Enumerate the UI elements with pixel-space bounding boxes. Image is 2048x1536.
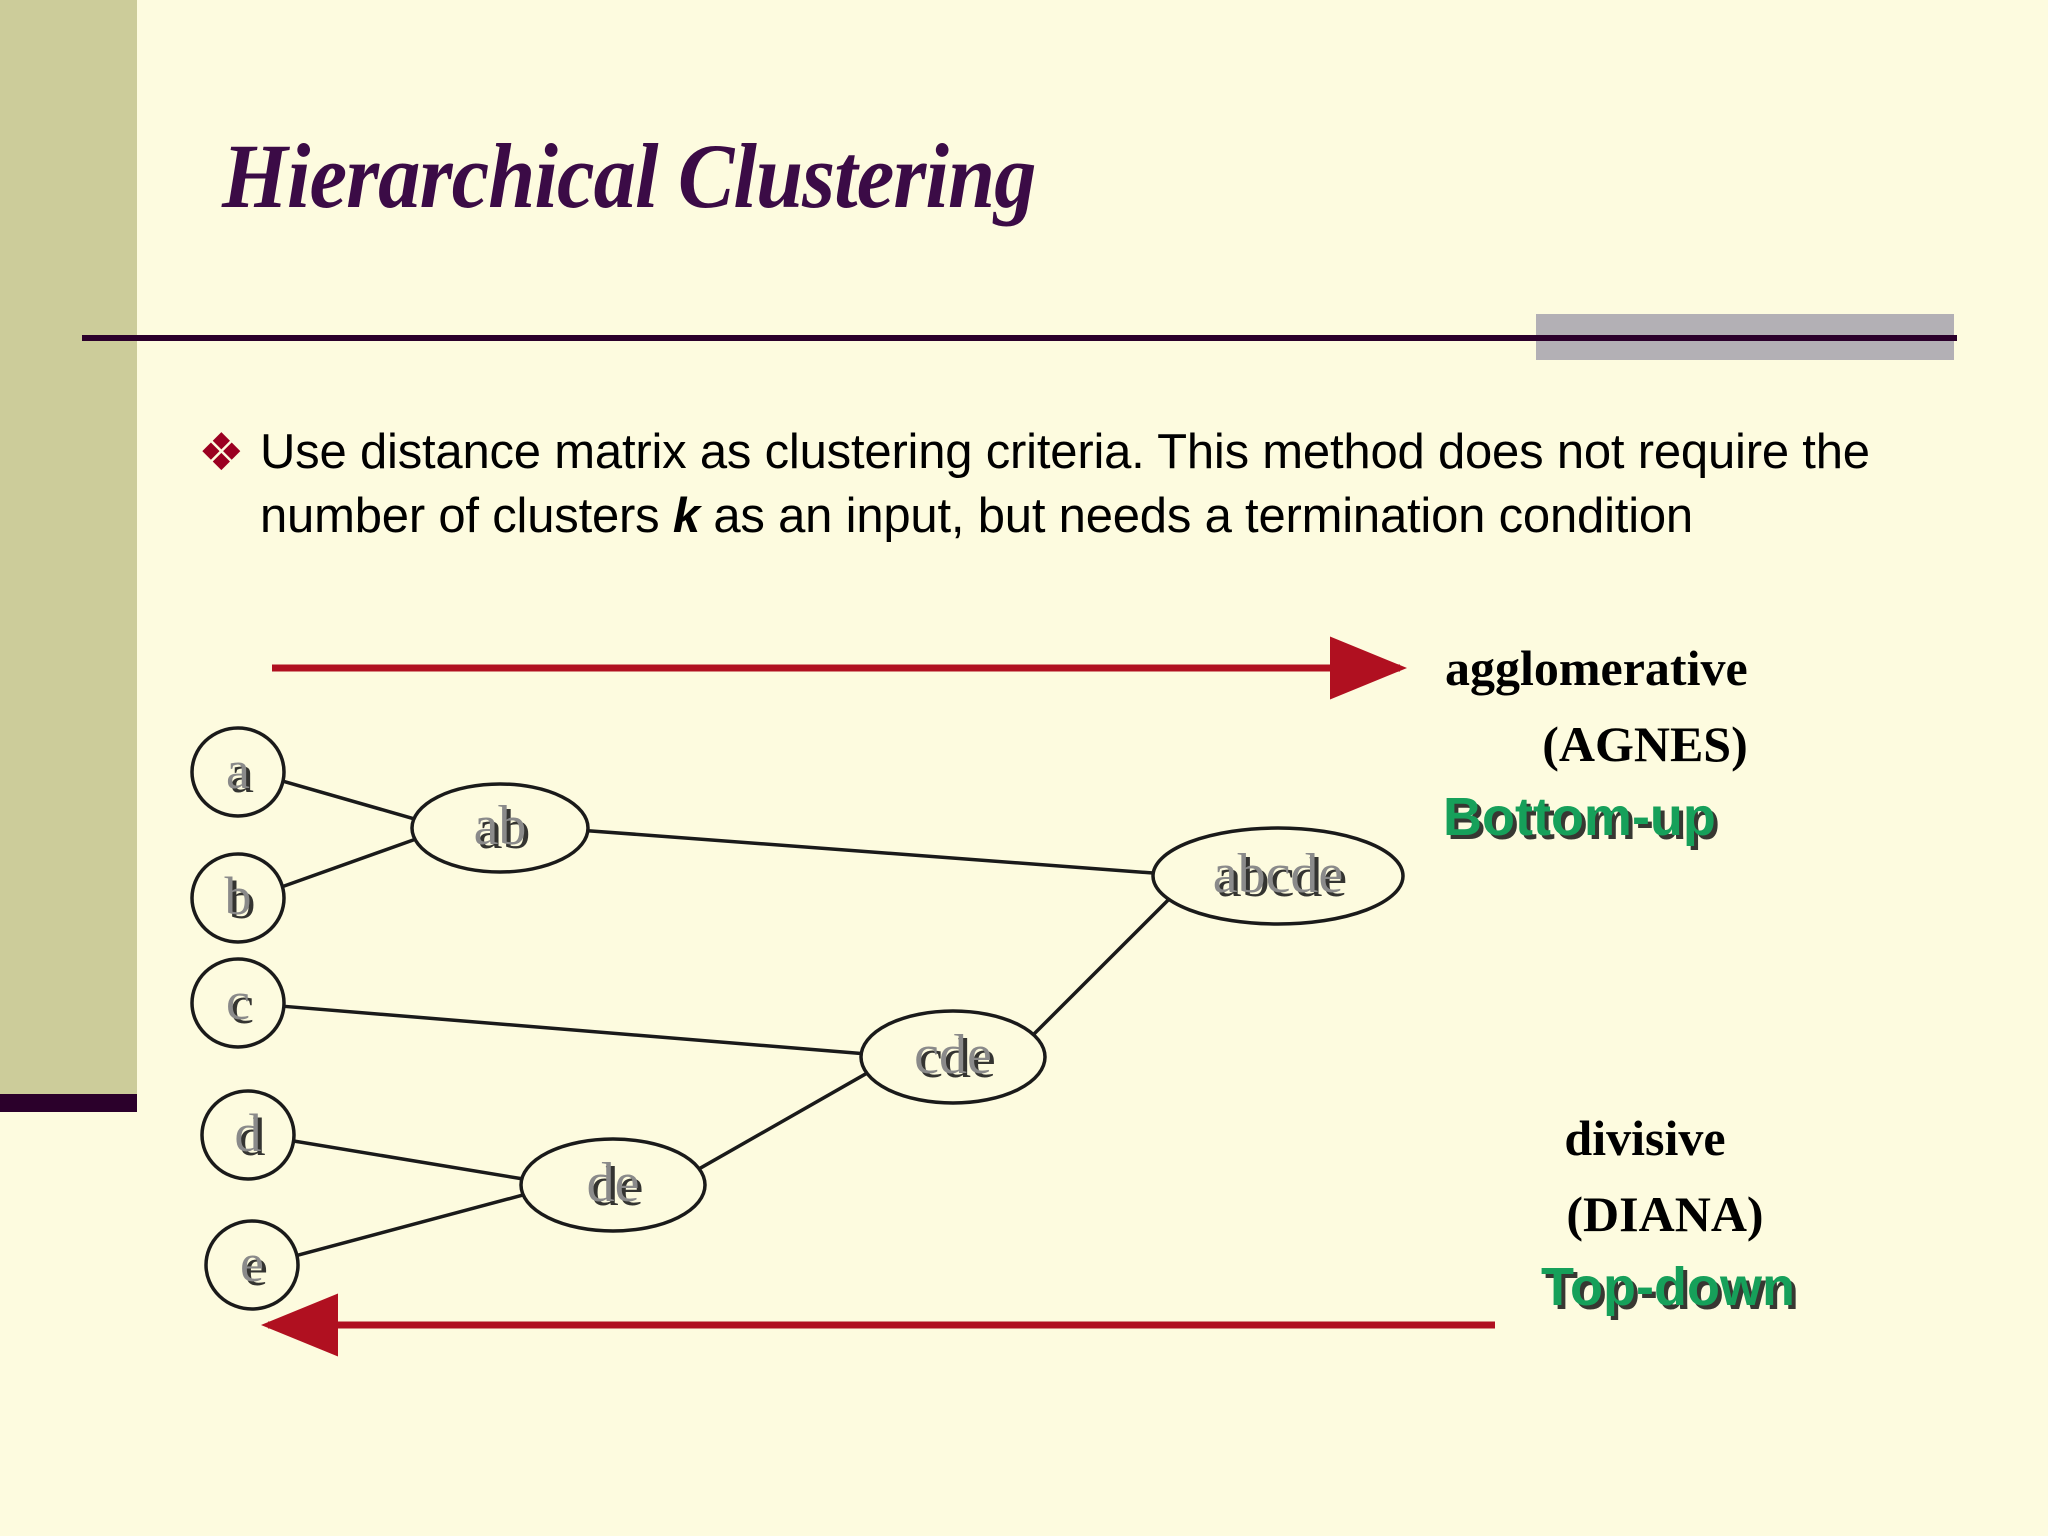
dendrogram-edge — [296, 1193, 524, 1258]
dendrogram-edge — [282, 779, 415, 821]
header-divider-rule — [82, 335, 1957, 341]
agglomerative-label: agglomerative — [1445, 640, 1748, 696]
dendrogram-edge — [698, 1071, 868, 1171]
diamond-cluster-bullet-icon: ❖ — [198, 423, 245, 483]
dendrogram-nodes — [190, 726, 1405, 1311]
page-title: Hierarchical Clustering — [222, 125, 1037, 227]
dendrogram-edge — [283, 1004, 862, 1056]
bullet-text-k: k — [672, 489, 700, 543]
bullet-text-part1: Use distance matrix as clustering criter… — [260, 425, 1870, 543]
divisive-label: divisive — [1564, 1110, 1726, 1166]
bullet-text-part2: as an input, but needs a termination con… — [699, 489, 1693, 543]
dendrogram-node-label-de: de — [586, 1152, 640, 1214]
dendrogram-edge — [281, 837, 416, 889]
dendrogram-edges — [281, 779, 1171, 1258]
dendrogram-edge — [587, 828, 1154, 875]
dendrogram-node-label-abcde: abcde — [1212, 843, 1344, 905]
dendrogram-node-label-c: c — [226, 971, 250, 1031]
dendrogram-node-label-b: b — [224, 866, 252, 926]
bullet-item: ❖ Use distance matrix as clustering crit… — [198, 420, 1898, 548]
dendrogram-node-label-d: d — [234, 1103, 262, 1163]
dendrogram-node-label-cde: cde — [914, 1024, 992, 1086]
agglomerative-label-block: agglomerative (AGNES) Bottom-up — [1435, 630, 1855, 852]
top-down-label: Top-down — [1541, 1257, 1795, 1317]
bottom-up-label: Bottom-up — [1443, 787, 1716, 847]
diana-label: (DIANA) — [1566, 1186, 1764, 1242]
divisive-label-block: divisive (DIANA) Top-down — [1460, 1100, 1880, 1322]
dendrogram-edge — [1032, 898, 1171, 1036]
dendrogram-node-label-a: a — [226, 740, 250, 800]
dendrogram-edge — [293, 1139, 523, 1181]
left-band-footer-bar — [0, 1094, 137, 1112]
dendrogram-node-label-e: e — [240, 1233, 264, 1293]
agnes-label: (AGNES) — [1542, 716, 1748, 772]
dendrogram-node-label-ab: ab — [473, 795, 527, 857]
bullet-text: Use distance matrix as clustering criter… — [260, 420, 1898, 548]
left-decorative-band — [0, 0, 137, 1094]
